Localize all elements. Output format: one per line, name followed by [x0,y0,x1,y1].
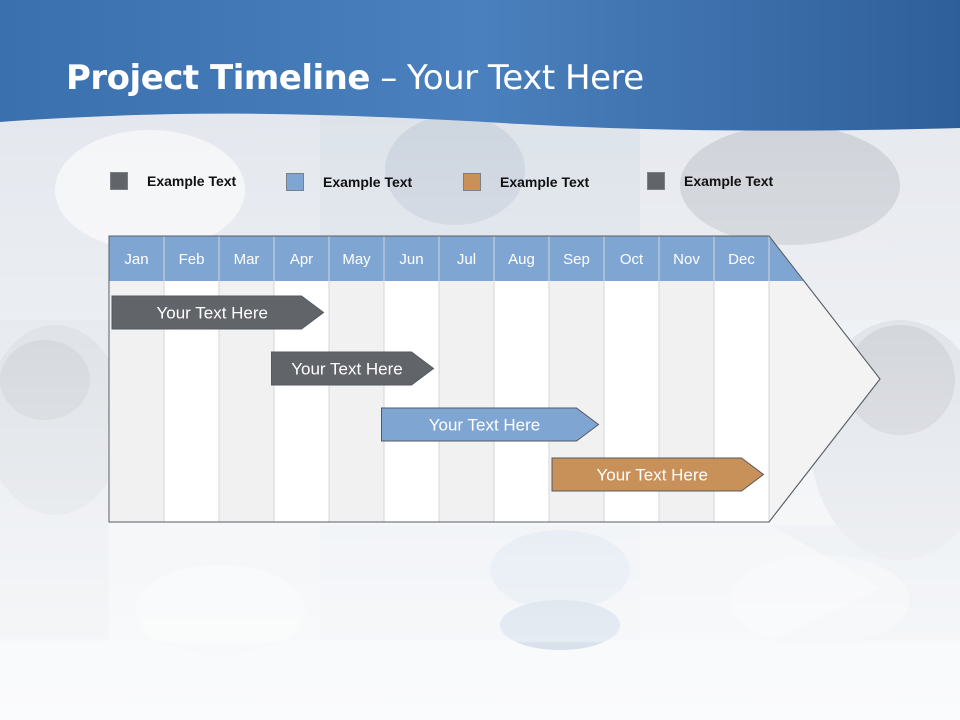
task-bar [381,407,600,442]
legend-item-1: Example Text [110,170,236,192]
legend-swatch [463,173,481,191]
slide-title: Project Timeline – Your Text Here [66,58,644,98]
month-label: Aug [508,251,535,268]
legend-item-3: Example Text [463,171,589,193]
month-label: Jul [457,251,476,268]
legend-swatch [647,172,665,190]
task-bar [111,295,325,330]
month-label: May [342,251,371,268]
legend-label: Example Text [323,174,413,190]
title-sub: – Your Text Here [369,58,644,98]
month-column [384,281,439,522]
month-header-band [109,236,804,281]
month-column [329,281,384,522]
title-main: Project Timeline [66,58,370,98]
legend-label: Example Text [500,174,590,190]
legend-swatch [286,173,304,191]
legend-item-2: Example Text [286,171,412,193]
legend-label: Example Text [684,173,774,189]
timeline-reflection [108,523,882,643]
task-bar [271,351,435,386]
month-label: Jun [399,251,423,268]
legend-item-4: Example Text [647,170,773,192]
month-label: Dec [728,251,755,268]
legend-swatch [110,172,128,190]
task-label: Your Text Here [429,416,541,435]
month-column [494,281,549,522]
task-bar [551,457,765,492]
month-label: Jan [124,251,148,268]
month-label: Feb [179,251,205,268]
task-label: Your Text Here [291,360,403,379]
task-label: Your Text Here [596,466,708,485]
month-column [439,281,494,522]
month-label: Nov [673,251,700,268]
month-label: Mar [234,251,260,268]
legend-label: Example Text [147,173,237,189]
month-label: Apr [290,251,313,268]
timeline-outline [108,235,881,523]
month-label: Sep [563,251,590,268]
month-label: Oct [620,251,644,268]
task-label: Your Text Here [156,304,268,323]
